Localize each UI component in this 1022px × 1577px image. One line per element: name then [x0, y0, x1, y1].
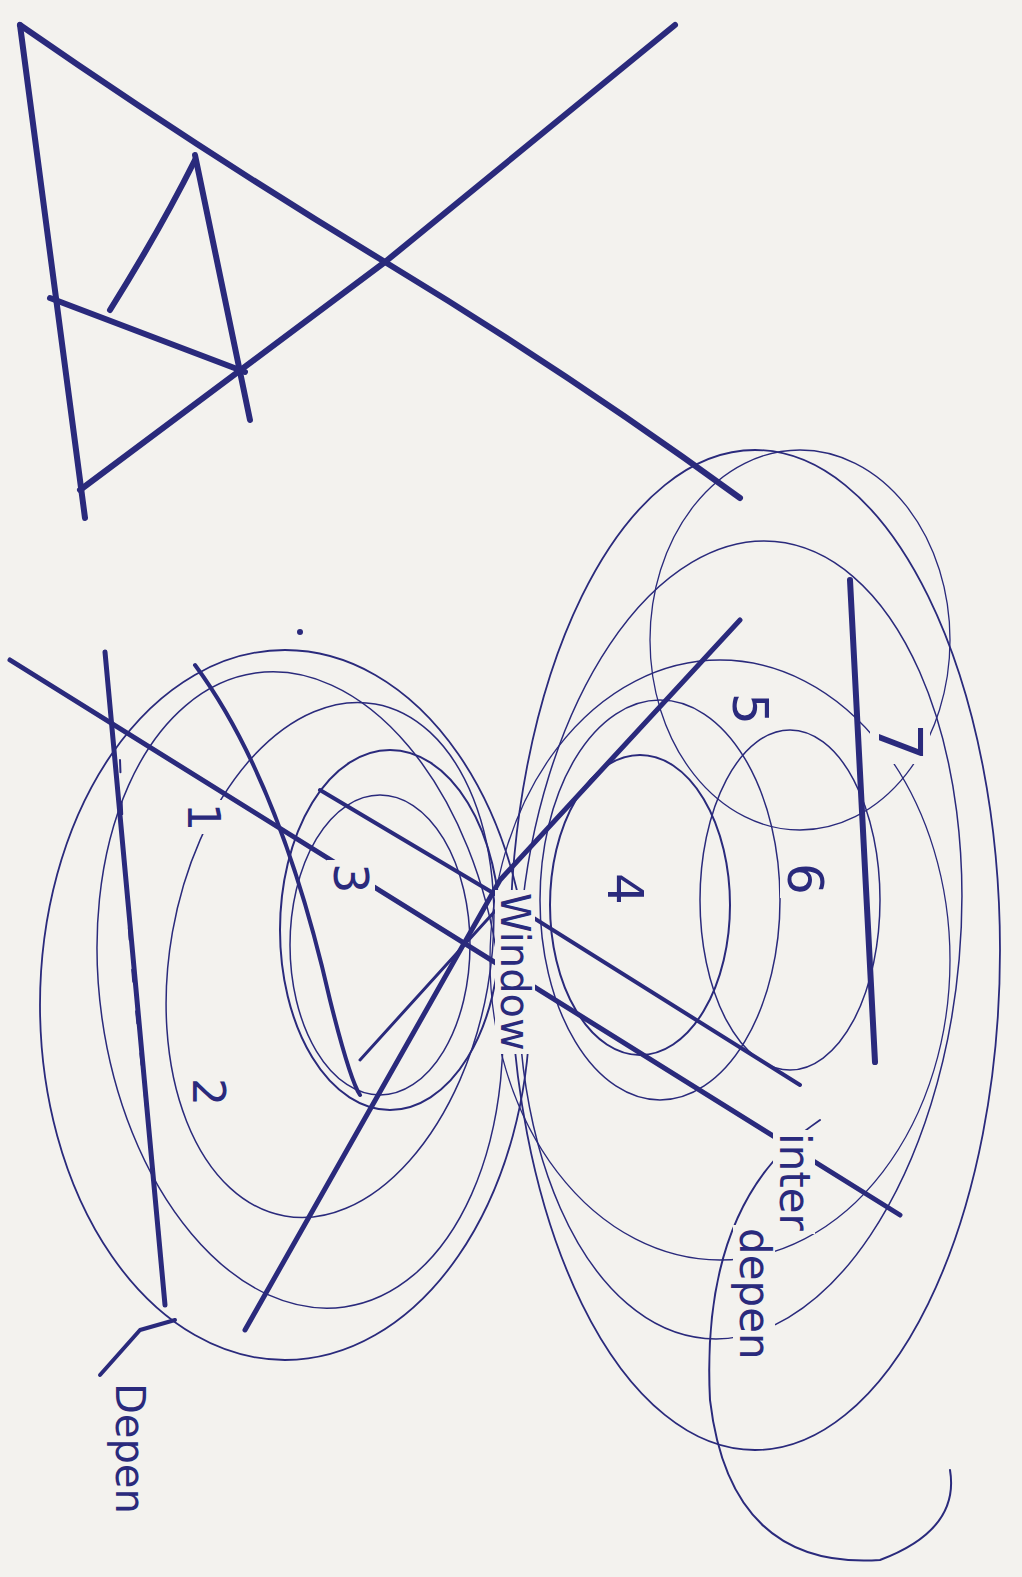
- callout-number: 1: [181, 800, 225, 834]
- callout-number: 6: [780, 860, 830, 898]
- handwritten-label: Window: [495, 890, 535, 1054]
- handwritten-label: inter: [773, 1130, 815, 1234]
- callout-number: 7: [870, 720, 930, 764]
- callout-number: 5: [725, 690, 775, 728]
- handwritten-label: depen: [733, 1225, 775, 1363]
- callout-number: 2: [186, 1075, 230, 1109]
- callout-number: 3: [327, 860, 375, 897]
- handwritten-label: Depen: [110, 1380, 150, 1517]
- callout-number: 4: [600, 870, 650, 908]
